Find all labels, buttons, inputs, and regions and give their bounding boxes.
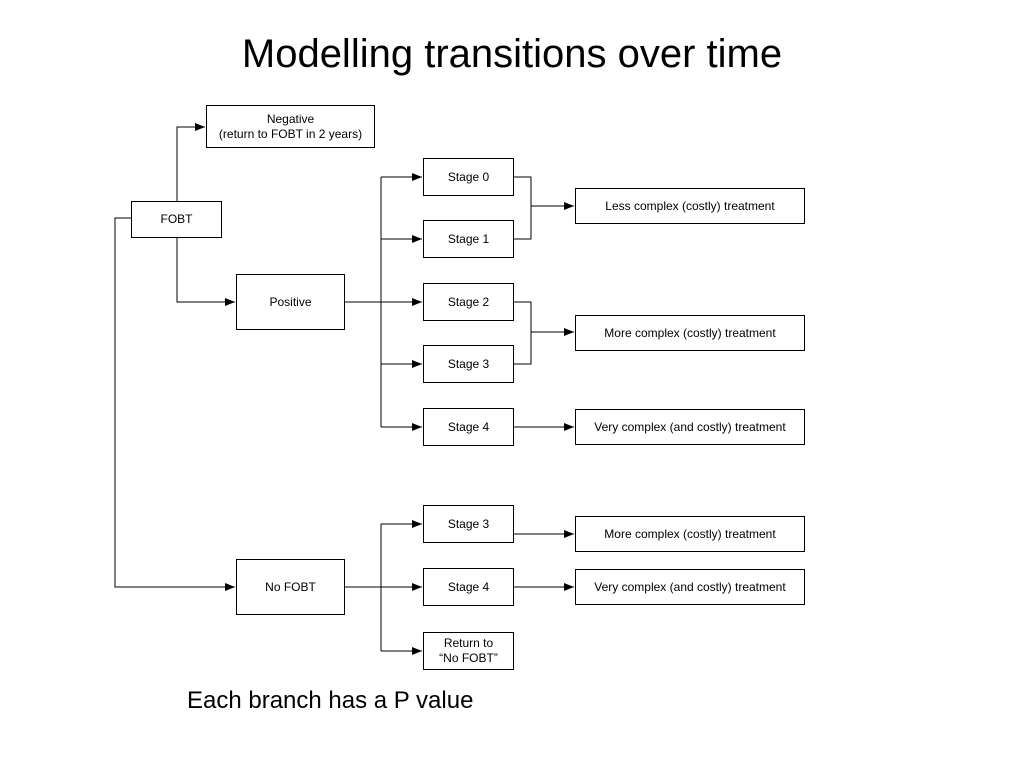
node-nofobt-return-sublabel: “No FOBT”	[439, 651, 498, 665]
arrow-fobt-nofobt	[114, 217, 235, 591]
node-nofobt-stage-4: Stage 4	[423, 568, 514, 606]
node-very-complex-treatment: Very complex (and costly) treatment	[575, 409, 805, 445]
node-nofobt-very-complex-treatment: Very complex (and costly) treatment	[575, 569, 805, 605]
node-nofobt-stage-4-label: Stage 4	[447, 579, 490, 594]
bracket-stage0-1	[514, 176, 532, 240]
arrow-fobt-positive	[176, 237, 235, 306]
node-positive-stage-3: Stage 3	[423, 345, 514, 383]
node-positive-stage-0-label: Stage 0	[447, 169, 490, 184]
node-less-complex-treatment: Less complex (costly) treatment	[575, 188, 805, 224]
node-positive-stage-3-label: Stage 3	[447, 356, 490, 371]
node-nofobt-more-complex-treatment-label: More complex (costly) treatment	[604, 526, 776, 541]
node-no-fobt-label: No FOBT	[265, 579, 316, 594]
node-positive-stage-4-label: Stage 4	[447, 419, 490, 434]
node-negative: Negative (return to FOBT in 2 years)	[206, 105, 375, 148]
node-nofobt-more-complex-treatment: More complex (costly) treatment	[575, 516, 805, 552]
arrow-fobt-negative	[176, 123, 205, 201]
node-positive-stage-0: Stage 0	[423, 158, 514, 196]
node-negative-sublabel: (return to FOBT in 2 years)	[218, 126, 363, 141]
node-positive: Positive	[236, 274, 345, 330]
node-fobt: FOBT	[131, 201, 222, 238]
footnote: Each branch has a P value	[187, 687, 474, 714]
node-fobt-label: FOBT	[160, 212, 193, 226]
node-nofobt-stage-3: Stage 3	[423, 505, 514, 543]
node-nofobt-return: Return to “No FOBT”	[423, 632, 514, 670]
page-title: Modelling transitions over time	[241, 32, 783, 76]
node-positive-stage-2: Stage 2	[423, 283, 514, 321]
node-more-complex-treatment-label: More complex (costly) treatment	[604, 325, 776, 340]
bracket-stage2-3	[514, 301, 532, 365]
node-nofobt-very-complex-treatment-label: Very complex (and costly) treatment	[594, 579, 786, 594]
node-less-complex-treatment-label: Less complex (costly) treatment	[605, 198, 775, 213]
node-more-complex-treatment: More complex (costly) treatment	[575, 315, 805, 351]
node-positive-stage-1: Stage 1	[423, 220, 514, 258]
node-negative-label: Negative	[266, 111, 315, 126]
node-positive-stage-4: Stage 4	[423, 408, 514, 446]
node-very-complex-treatment-label: Very complex (and costly) treatment	[594, 419, 786, 434]
node-positive-stage-2-label: Stage 2	[447, 294, 490, 309]
node-nofobt-stage-3-label: Stage 3	[447, 516, 490, 531]
node-positive-label: Positive	[269, 294, 312, 309]
node-positive-stage-1-label: Stage 1	[447, 231, 490, 246]
node-no-fobt: No FOBT	[236, 559, 345, 615]
node-nofobt-return-label: Return to	[443, 636, 494, 650]
